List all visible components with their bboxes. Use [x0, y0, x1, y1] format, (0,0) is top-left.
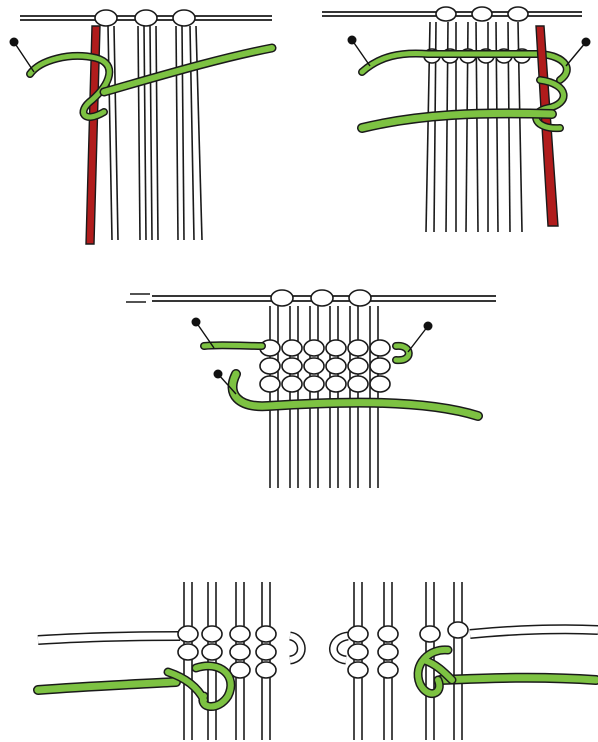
hanging-cords — [354, 582, 462, 740]
panel-1 — [10, 10, 273, 244]
pin — [408, 322, 433, 353]
hanging-cords — [184, 582, 270, 740]
mounting-knots — [271, 290, 371, 306]
panel-3 — [126, 290, 496, 488]
pin — [10, 38, 35, 73]
hanging-cords — [108, 26, 202, 240]
panel-4 — [38, 582, 301, 740]
mounting-knots — [95, 10, 195, 26]
hanging-cords — [270, 306, 378, 488]
pin — [566, 38, 591, 67]
pin — [348, 36, 371, 67]
panel-2 — [322, 7, 591, 232]
mounting-knots — [436, 7, 528, 21]
panel-5 — [333, 582, 598, 740]
